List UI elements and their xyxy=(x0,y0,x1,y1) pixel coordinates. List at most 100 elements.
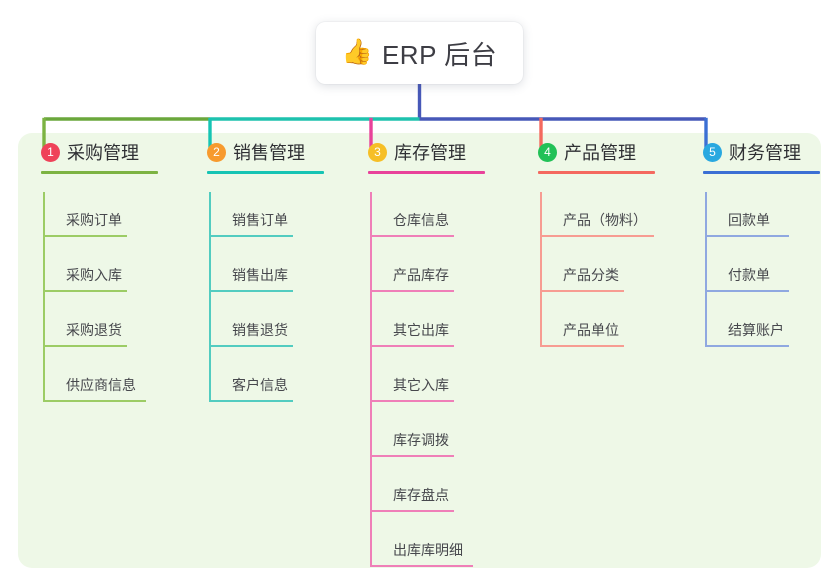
leaf-item[interactable]: 销售订单 xyxy=(196,192,305,247)
leaf-label: 产品单位 xyxy=(563,322,619,338)
leaf-rule xyxy=(209,345,293,347)
branch-header-rule xyxy=(207,171,324,174)
leaf-rule xyxy=(705,345,789,347)
leaf-label: 采购订单 xyxy=(66,212,122,228)
leaf-item[interactable]: 付款单 xyxy=(692,247,801,302)
branch-column-5: 5 财务管理回款单付款单结算账户 xyxy=(692,133,820,357)
leaf-rule xyxy=(370,510,454,512)
branch-spine xyxy=(43,192,45,400)
leaf-label: 采购入库 xyxy=(66,267,122,283)
leaf-rule xyxy=(540,345,624,347)
branch-title: 财务管理 xyxy=(729,143,801,163)
leaf-rule xyxy=(370,400,454,402)
branch-header-rule xyxy=(703,171,820,174)
branches-panel xyxy=(18,133,821,568)
leaf-label: 销售出库 xyxy=(232,267,288,283)
leaf-item[interactable]: 供应商信息 xyxy=(30,357,146,412)
leaf-label: 采购退货 xyxy=(66,322,122,338)
leaf-rule xyxy=(43,345,127,347)
leaf-item[interactable]: 其它入库 xyxy=(357,357,466,412)
leaf-label: 产品库存 xyxy=(393,267,449,283)
leaf-rule xyxy=(540,235,654,237)
leaf-label: 供应商信息 xyxy=(66,377,136,393)
leaf-rule xyxy=(370,345,454,347)
leaf-rule xyxy=(43,235,127,237)
branch-title: 销售管理 xyxy=(233,143,305,163)
leaf-label: 回款单 xyxy=(728,212,770,228)
leaf-rule xyxy=(370,455,454,457)
leaf-item[interactable]: 产品库存 xyxy=(357,247,466,302)
leaf-label: 客户信息 xyxy=(232,377,288,393)
branch-header-2[interactable]: 2 销售管理 xyxy=(196,133,305,171)
leaf-label: 销售退货 xyxy=(232,322,288,338)
root-node[interactable]: 👍 ERP 后台 xyxy=(316,22,523,84)
branch-spine xyxy=(705,192,707,345)
leaf-rule xyxy=(370,235,454,237)
leaf-item[interactable]: 库存盘点 xyxy=(357,467,466,522)
branch-items: 回款单付款单结算账户 xyxy=(692,192,801,357)
leaf-label: 结算账户 xyxy=(728,322,784,338)
leaf-item[interactable]: 回款单 xyxy=(692,192,801,247)
branch-header-1[interactable]: 1 采购管理 xyxy=(30,133,139,171)
branch-spine xyxy=(540,192,542,345)
branch-items: 销售订单销售出库销售退货客户信息 xyxy=(196,192,305,412)
branch-header-4[interactable]: 4 产品管理 xyxy=(527,133,636,171)
leaf-label: 仓库信息 xyxy=(393,212,449,228)
leaf-item[interactable]: 产品单位 xyxy=(527,302,636,357)
leaf-item[interactable]: 销售退货 xyxy=(196,302,305,357)
branch-column-1: 1 采购管理采购订单采购入库采购退货供应商信息 xyxy=(30,133,158,412)
leaf-label: 其它入库 xyxy=(393,377,449,393)
leaf-label: 出库库明细 xyxy=(393,542,463,558)
leaf-item[interactable]: 销售出库 xyxy=(196,247,305,302)
branch-items: 采购订单采购入库采购退货供应商信息 xyxy=(30,192,146,412)
leaf-item[interactable]: 仓库信息 xyxy=(357,192,466,247)
branch-number-badge: 5 xyxy=(703,142,722,162)
branch-column-2: 2 销售管理销售订单销售出库销售退货客户信息 xyxy=(196,133,324,412)
leaf-item[interactable]: 采购订单 xyxy=(30,192,139,247)
leaf-item[interactable]: 结算账户 xyxy=(692,302,801,357)
leaf-item[interactable]: 出库库明细 xyxy=(357,522,473,577)
leaf-rule xyxy=(370,565,473,567)
branch-header-5[interactable]: 5 财务管理 xyxy=(692,133,801,171)
leaf-item[interactable]: 产品（物料） xyxy=(527,192,654,247)
leaf-label: 产品（物料） xyxy=(563,212,647,228)
branch-column-3: 3 库存管理仓库信息产品库存其它出库其它入库库存调拨库存盘点出库库明细 xyxy=(357,133,485,577)
leaf-item[interactable]: 采购退货 xyxy=(30,302,139,357)
leaf-rule xyxy=(43,290,127,292)
branch-title: 产品管理 xyxy=(564,143,636,163)
leaf-rule xyxy=(209,400,293,402)
leaf-rule xyxy=(705,290,789,292)
leaf-rule xyxy=(209,235,293,237)
branch-items: 仓库信息产品库存其它出库其它入库库存调拨库存盘点出库库明细 xyxy=(357,192,473,577)
root-title: ERP 后台 xyxy=(381,39,498,70)
leaf-rule xyxy=(540,290,624,292)
leaf-label: 库存盘点 xyxy=(393,487,449,503)
branch-number-badge: 4 xyxy=(538,142,557,162)
leaf-rule xyxy=(209,290,293,292)
leaf-rule xyxy=(705,235,789,237)
branch-number-badge: 2 xyxy=(207,142,226,162)
thumbs-up-icon: 👍 xyxy=(341,37,373,66)
leaf-item[interactable]: 库存调拨 xyxy=(357,412,466,467)
leaf-rule xyxy=(43,400,146,402)
leaf-item[interactable]: 采购入库 xyxy=(30,247,139,302)
branch-header-rule xyxy=(538,171,655,174)
leaf-item[interactable]: 产品分类 xyxy=(527,247,636,302)
branch-title: 库存管理 xyxy=(394,143,466,163)
branch-spine xyxy=(209,192,211,400)
leaf-item[interactable]: 客户信息 xyxy=(196,357,305,412)
branch-header-3[interactable]: 3 库存管理 xyxy=(357,133,466,171)
branch-spine xyxy=(370,192,372,565)
branch-number-badge: 1 xyxy=(41,142,60,162)
leaf-label: 销售订单 xyxy=(232,212,288,228)
branch-header-rule xyxy=(368,171,485,174)
leaf-rule xyxy=(370,290,454,292)
leaf-label: 其它出库 xyxy=(393,322,449,338)
leaf-item[interactable]: 其它出库 xyxy=(357,302,466,357)
branch-items: 产品（物料） 产品分类产品单位 xyxy=(527,192,654,357)
leaf-label: 付款单 xyxy=(728,267,770,283)
branch-number-badge: 3 xyxy=(368,142,387,162)
branch-title: 采购管理 xyxy=(67,143,139,163)
